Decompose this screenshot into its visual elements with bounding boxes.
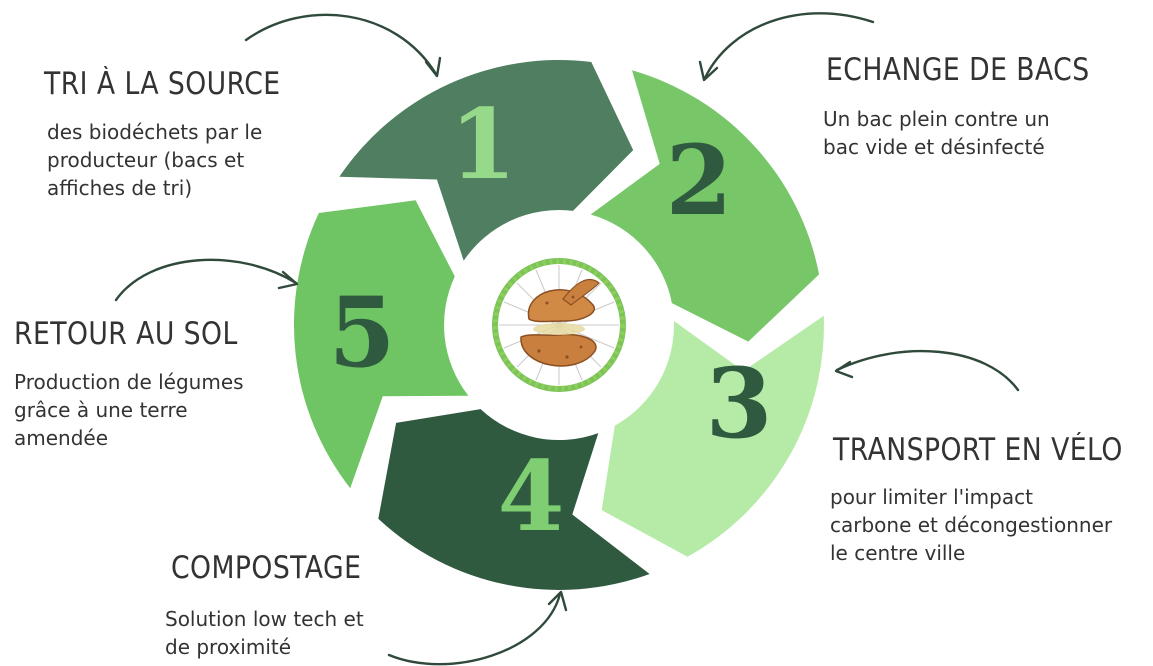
- segment-4: 4: [378, 409, 650, 590]
- potato-bicycle-wheel-logo: [492, 258, 626, 392]
- cycle-segments: 1 2 3 4 5: [293, 60, 824, 590]
- arrow-to-step-3: [834, 349, 1020, 392]
- segment-4-number: 4: [498, 440, 565, 553]
- segment-3-number: 3: [706, 347, 773, 460]
- segment-3: 3: [601, 315, 824, 557]
- step-3-title: TRANSPORT EN VÉLO: [833, 432, 1123, 468]
- step-1-title: TRI À LA SOURCE: [44, 66, 281, 102]
- flow-arrows: [114, 12, 1020, 666]
- segment-4-shape: [378, 409, 650, 590]
- step-4-description: Solution low tech et de proximité: [165, 607, 364, 659]
- segment-1-number: 1: [450, 88, 517, 201]
- segment-1: 1: [339, 60, 634, 261]
- segment-2-shape: [590, 70, 820, 342]
- arrow-to-step-5: [114, 258, 299, 302]
- segment-2-number: 2: [666, 124, 733, 237]
- step-2-description: Un bac plein contre un bac vide et désin…: [823, 107, 1050, 159]
- step-2-title: ECHANGE DE BACS: [826, 52, 1090, 88]
- segment-5-number: 5: [329, 276, 396, 389]
- arrow-to-step-4: [387, 590, 568, 666]
- arrow-to-step-2: [698, 12, 875, 82]
- step-5-title: RETOUR AU SOL: [14, 316, 238, 352]
- segment-2: 2: [590, 70, 820, 342]
- step-4-title: COMPOSTAGE: [171, 550, 362, 586]
- step-3-description: pour limiter l'impact carbone et déconge…: [830, 485, 1113, 565]
- step-1-description: des biodéchets par le producteur (bacs e…: [47, 120, 263, 200]
- segment-5: 5: [293, 200, 469, 489]
- segment-5-shape: [293, 200, 469, 489]
- segment-1-shape: [339, 60, 634, 261]
- segment-3-shape: [601, 315, 824, 557]
- arrow-to-step-1: [244, 13, 442, 78]
- step-5-description: Production de légumes grâce à une terre …: [14, 370, 244, 450]
